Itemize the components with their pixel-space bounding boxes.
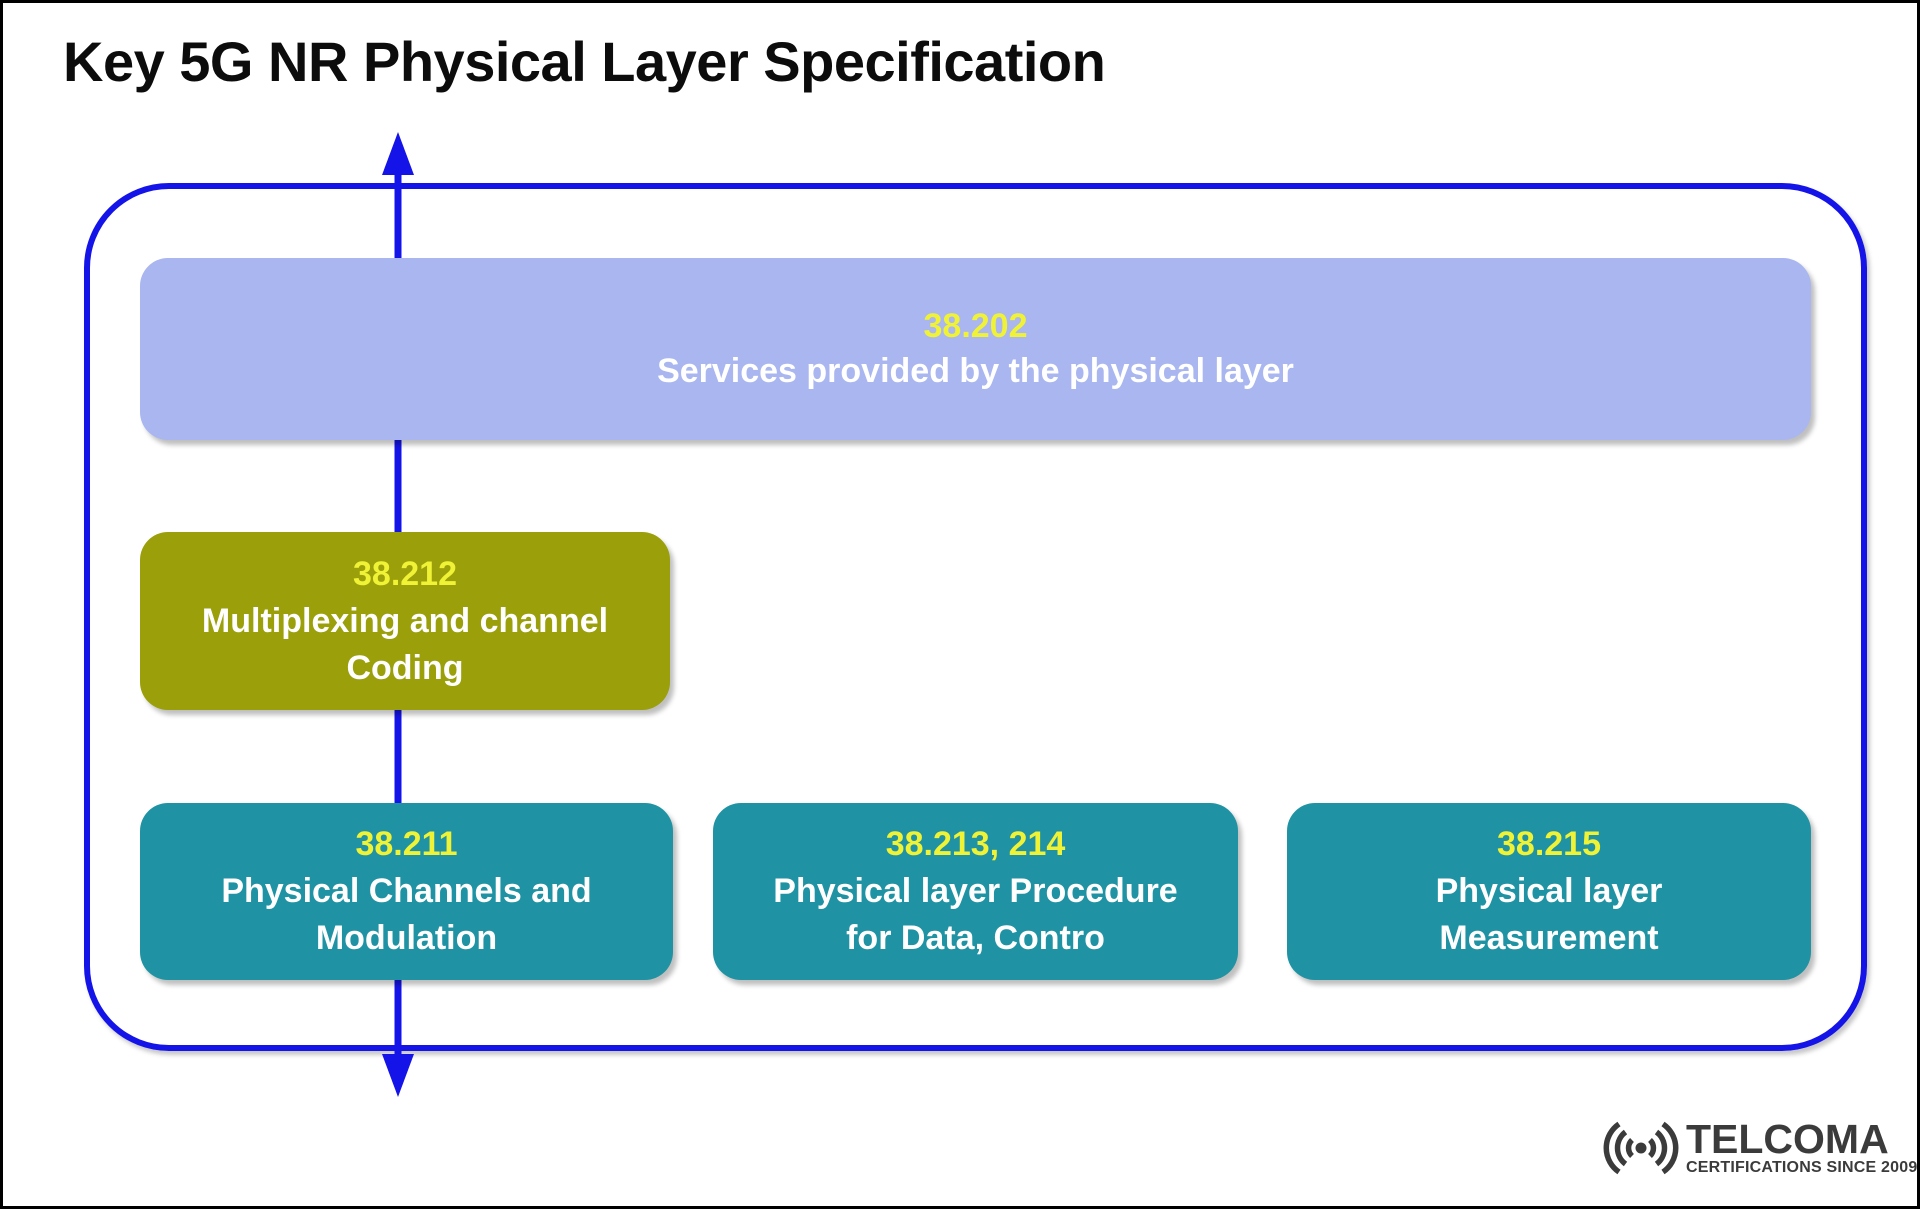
spec-code: 38.211 <box>355 825 458 863</box>
spec-label-line: Coding <box>346 648 464 687</box>
signal-icon <box>1603 1121 1679 1175</box>
logo-name: TELCOMA <box>1686 1115 1889 1162</box>
arrowhead-up-icon <box>382 132 414 175</box>
spec-label-line: Services provided by the physical layer <box>657 352 1294 390</box>
arrowhead-down-icon <box>382 1054 414 1097</box>
page-title: Key 5G NR Physical Layer Specification <box>63 30 1106 93</box>
spec-box-38212: 38.212 Multiplexing and channel Coding <box>140 532 670 710</box>
telcoma-logo: TELCOMA CERTIFICATIONS SINCE 2009 <box>1601 1117 1917 1179</box>
spec-code: 38.215 <box>1497 825 1601 863</box>
spec-label-line: Measurement <box>1439 919 1659 957</box>
spec-code: 38.213, 214 <box>885 825 1066 863</box>
spec-box-38211: 38.211 Physical Channels and Modulation <box>140 803 673 980</box>
spec-label-line: for Data, Contro <box>846 919 1105 957</box>
spec-box-38213-214: 38.213, 214 Physical layer Procedure for… <box>713 803 1238 980</box>
spec-label-line: Multiplexing and channel <box>201 601 609 640</box>
spec-label-line: Modulation <box>315 919 498 957</box>
spec-code: 38.202 <box>923 307 1028 345</box>
spec-label-line: Physical Channels and <box>221 872 592 910</box>
spec-box-38215: 38.215 Physical layer Measurement <box>1287 803 1811 980</box>
spec-box-38202: 38.202 Services provided by the physical… <box>140 258 1811 440</box>
spec-code: 38.212 <box>353 554 457 593</box>
logo-tagline: CERTIFICATIONS SINCE 2009 <box>1686 1158 1918 1176</box>
spec-label-line: Physical layer <box>1435 872 1663 910</box>
diagram-frame <box>84 183 1867 1051</box>
spec-label-line: Physical layer Procedure <box>773 872 1178 910</box>
